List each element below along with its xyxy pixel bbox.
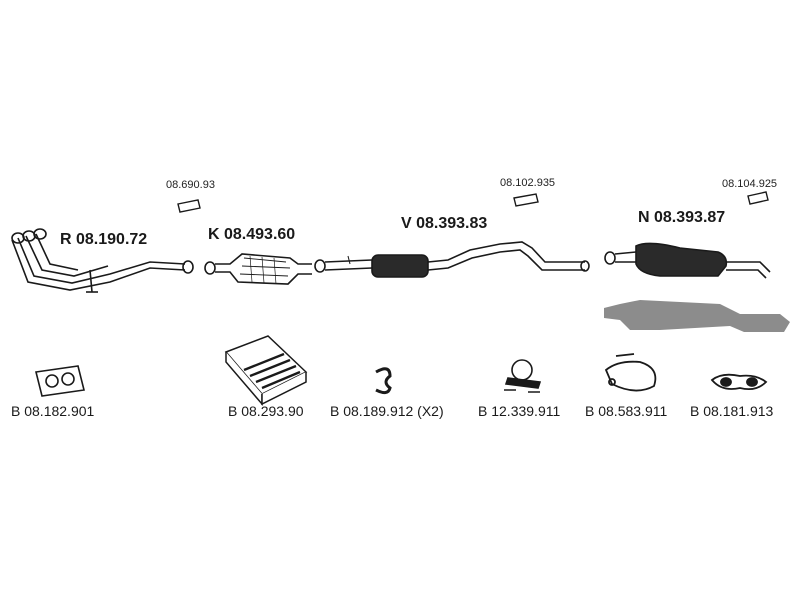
pipe-clamp-icon [504, 359, 542, 393]
gasket-icon [35, 365, 85, 397]
front-pipe-drawing [11, 228, 194, 293]
rubber-hanger-icon [604, 353, 657, 392]
hanger-2-label: 08.102.935 [500, 177, 556, 189]
gasket-label: B 08.182.901 [11, 403, 95, 419]
rear-silencer-label: N 08.393.87 [638, 209, 726, 226]
middle-silencer-drawing [314, 241, 590, 278]
pipe-clamp-label: B 12.339.911 [478, 403, 561, 419]
clamp-ring-label: B 08.189.912 (X2) [330, 403, 444, 419]
catalyst-drawing [204, 253, 312, 285]
hanger-3-label: 08.104.925 [722, 178, 778, 190]
rubber-hanger-label: B 08.583.911 [585, 403, 668, 419]
flange-gasket-icon [710, 373, 768, 391]
rear-silencer-drawing [604, 242, 771, 279]
front-pipe-label: R 08.190.72 [60, 231, 148, 248]
clamp-ring-icon [375, 367, 392, 395]
hanger-1-label: 08.690.93 [166, 179, 215, 191]
mount-kit-label: B 08.293.90 [228, 403, 304, 419]
mount-kit-box-icon [224, 335, 308, 407]
silencer-shadow [604, 300, 790, 332]
catalyst-label: K 08.493.60 [208, 226, 296, 243]
hanger-bracket-icons [177, 191, 769, 213]
middle-silencer-label: V 08.393.83 [401, 215, 488, 232]
flange-gasket-label: B 08.181.913 [690, 403, 774, 419]
